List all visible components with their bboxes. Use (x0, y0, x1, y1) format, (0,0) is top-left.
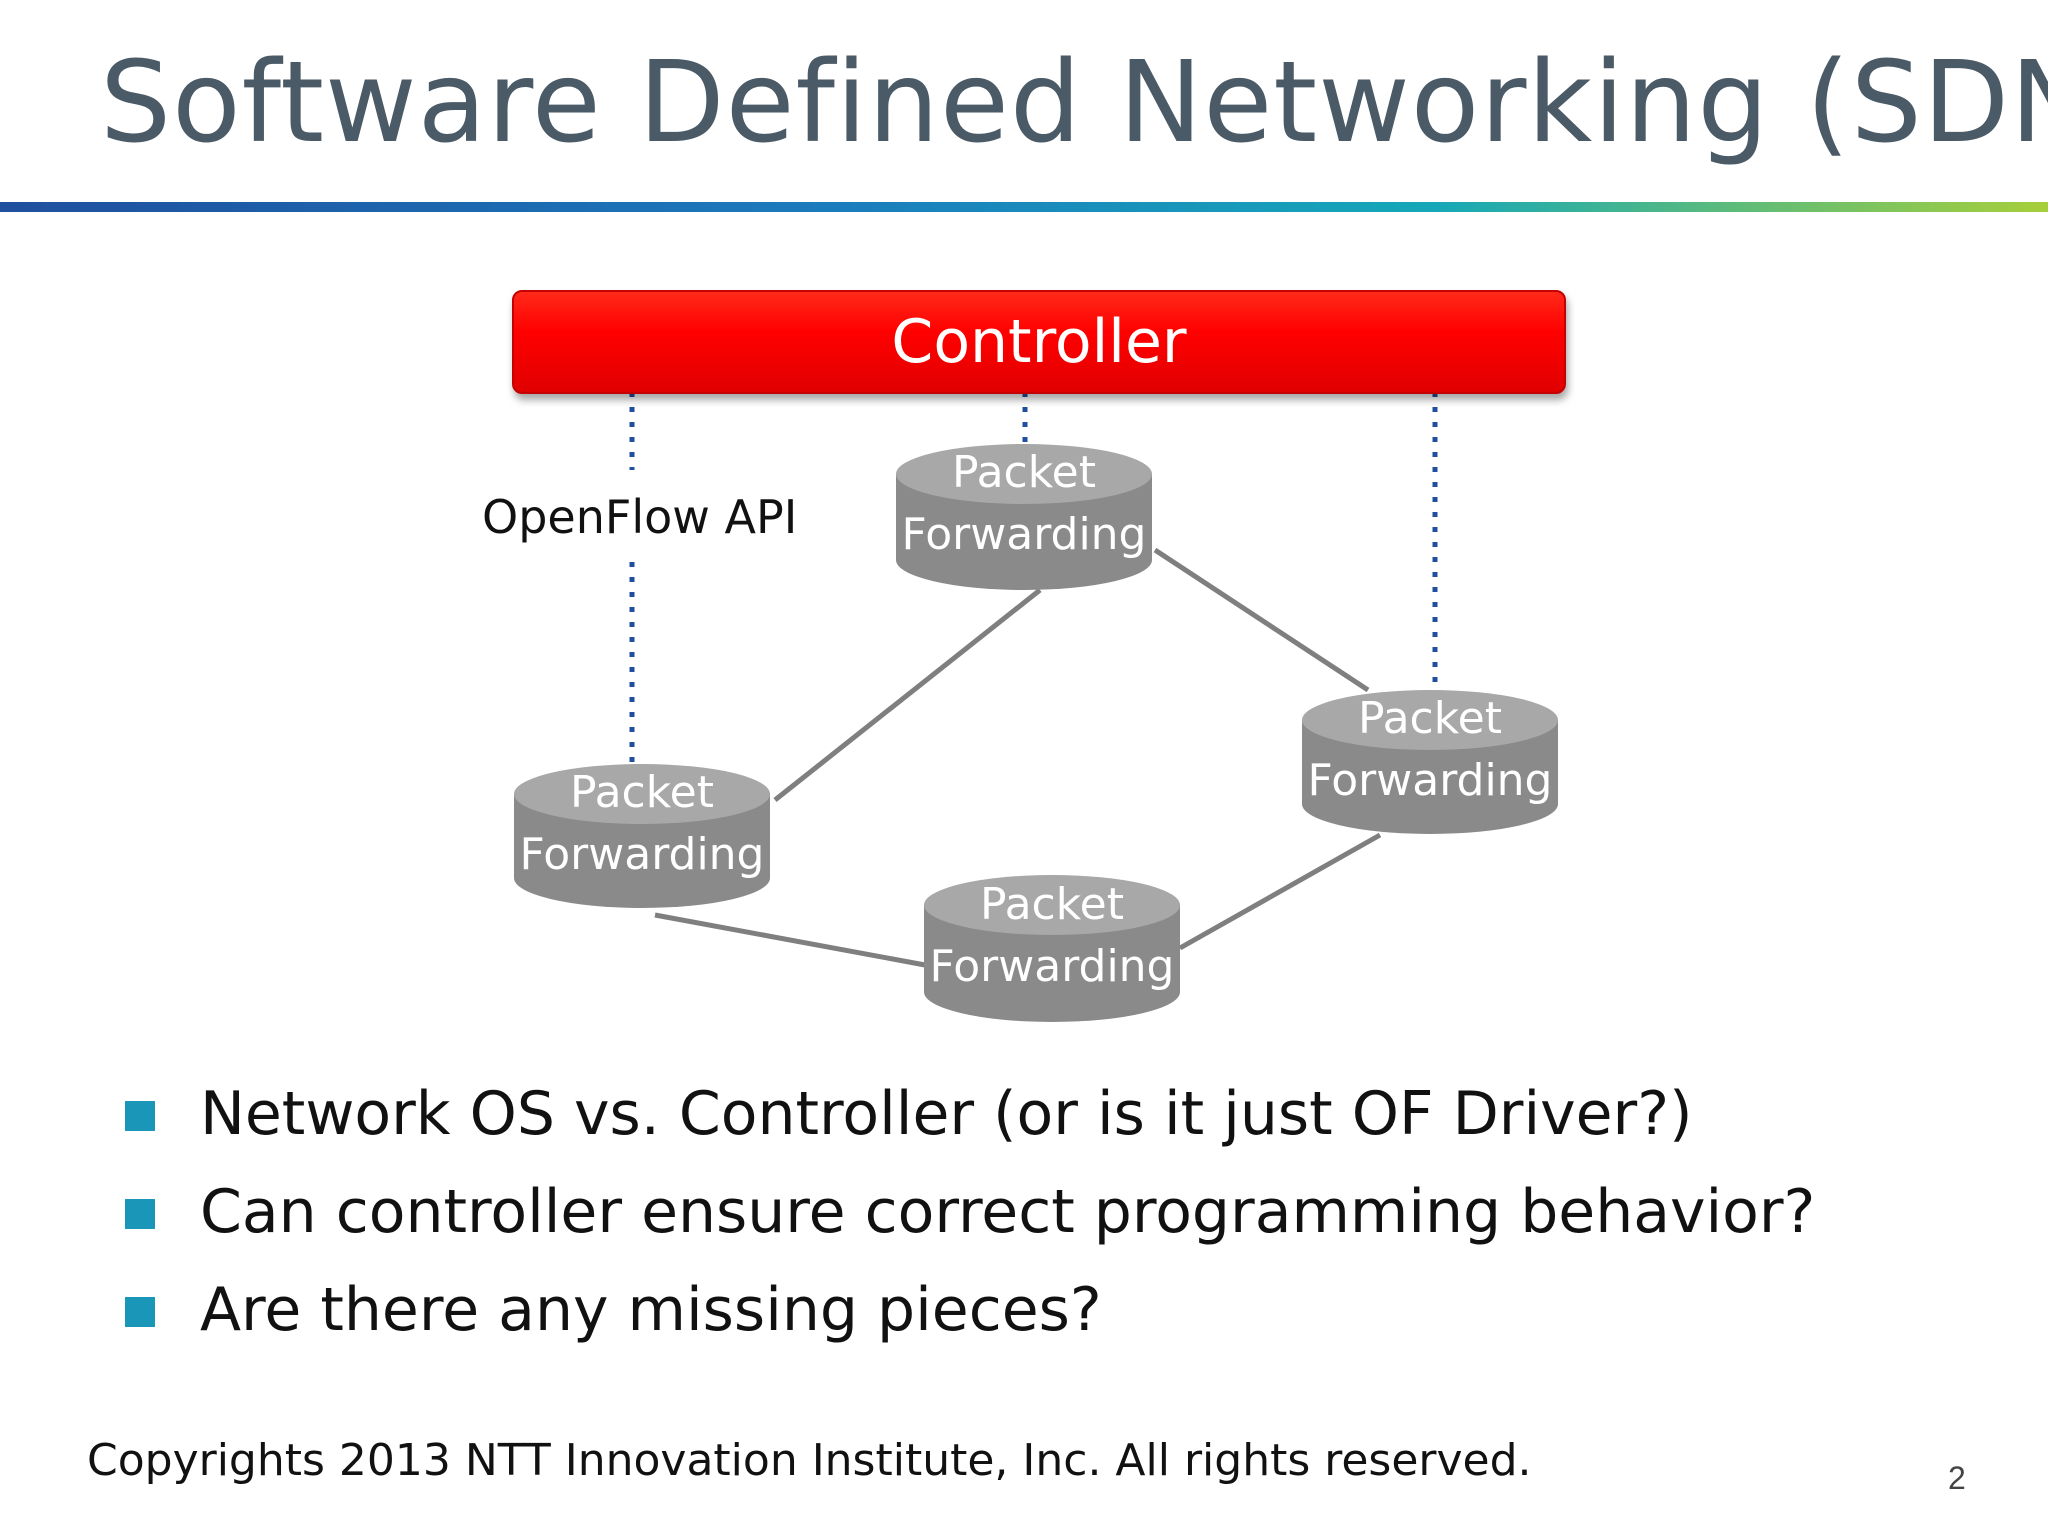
bullet-item: Can controller ensure correct programmin… (125, 1163, 1815, 1261)
link-top-left (773, 588, 1042, 802)
slide-title: Software Defined Networking (SDN) (100, 38, 2048, 168)
title-divider (0, 202, 2048, 212)
node-top (896, 444, 1152, 590)
node-right-label: Packet Forwarding (1292, 688, 1568, 812)
square-bullet-icon (125, 1199, 155, 1229)
square-bullet-icon (125, 1297, 155, 1327)
openflow-api-label: OpenFlow API (482, 490, 798, 544)
link-right-bottom (1178, 832, 1382, 951)
square-bullet-icon (125, 1101, 155, 1131)
node-top-line2: Forwarding (901, 509, 1147, 560)
page-number: 2 (1948, 1460, 1966, 1496)
link-left-bottom (654, 912, 926, 968)
node-top-line1: Packet (952, 447, 1096, 498)
node-bottom (924, 875, 1180, 1022)
bullet-item: Are there any missing pieces? (125, 1261, 1815, 1359)
controller-box: Controller (512, 290, 1566, 394)
node-left-line1: Packet (570, 767, 714, 818)
node-left-label: Packet Forwarding (504, 762, 780, 886)
node-right-line2: Forwarding (1307, 755, 1553, 806)
bullet-text: Are there any missing pieces? (200, 1275, 1102, 1345)
node-left-line2: Forwarding (519, 829, 765, 880)
bullet-item: Network OS vs. Controller (or is it just… (125, 1065, 1815, 1163)
node-bottom-line1: Packet (980, 879, 1124, 930)
node-bottom-label: Packet Forwarding (914, 874, 1190, 998)
link-top-right (1153, 547, 1370, 693)
node-left (514, 764, 770, 908)
bullet-list: Network OS vs. Controller (or is it just… (125, 1065, 1815, 1359)
node-right (1302, 690, 1558, 834)
node-right-line1: Packet (1358, 693, 1502, 744)
node-top-label: Packet Forwarding (886, 442, 1162, 566)
bullet-text: Can controller ensure correct programmin… (200, 1177, 1816, 1247)
bullet-text: Network OS vs. Controller (or is it just… (200, 1079, 1693, 1149)
node-bottom-line2: Forwarding (929, 941, 1175, 992)
copyright-footer: Copyrights 2013 NTT Innovation Institute… (87, 1435, 1532, 1486)
